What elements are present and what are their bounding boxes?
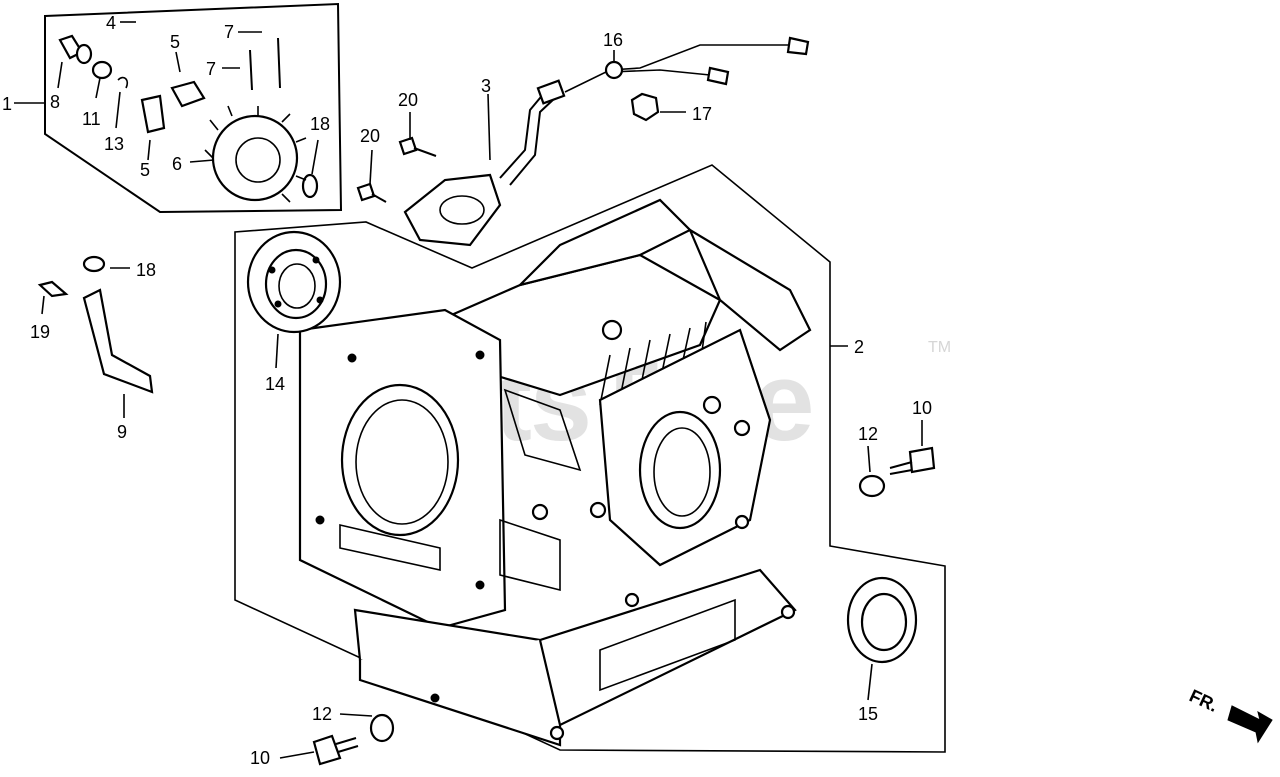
bolt-10-bottom bbox=[312, 734, 359, 766]
callout-10-right: 10 bbox=[912, 398, 932, 418]
callout-2: 2 bbox=[854, 337, 864, 357]
callout-6: 6 bbox=[172, 154, 182, 174]
front-direction-arrow: FR. bbox=[1186, 685, 1273, 744]
callout-15: 15 bbox=[858, 704, 878, 724]
callout-13: 13 bbox=[104, 134, 124, 154]
callout-17: 17 bbox=[692, 104, 712, 124]
callout-18-upper: 18 bbox=[310, 114, 330, 134]
ball-bearing bbox=[246, 230, 342, 334]
washer-18-small bbox=[301, 173, 319, 199]
callout-7-lower: 7 bbox=[206, 59, 216, 79]
callout-3: 3 bbox=[481, 76, 491, 96]
callout-9: 9 bbox=[117, 422, 127, 442]
washer-12-bottom bbox=[369, 713, 395, 743]
callout-12-bottom: 12 bbox=[312, 704, 332, 724]
leader-lines bbox=[14, 21, 923, 759]
bolt-10-right bbox=[889, 446, 936, 475]
cylinder-barrel bbox=[298, 198, 812, 747]
oil-seal bbox=[846, 576, 918, 664]
callout-4: 4 bbox=[106, 13, 116, 33]
nut bbox=[630, 92, 660, 122]
clip bbox=[37, 280, 69, 298]
callout-11: 11 bbox=[82, 109, 101, 129]
callout-14: 14 bbox=[265, 374, 285, 394]
callout-20-lower: 20 bbox=[360, 126, 380, 146]
callout-19: 19 bbox=[30, 322, 50, 342]
callout-7-upper: 7 bbox=[224, 22, 234, 42]
callout-8: 8 bbox=[50, 92, 60, 112]
front-label: FR. bbox=[1186, 685, 1221, 715]
callout-1: 1 bbox=[2, 94, 12, 114]
callout-16: 16 bbox=[603, 30, 623, 50]
callout-12-right: 12 bbox=[858, 424, 878, 444]
callout-5-lower: 5 bbox=[140, 160, 150, 180]
breather-tube bbox=[82, 288, 154, 394]
callout-5-upper: 5 bbox=[170, 32, 180, 52]
callout-labels: 1 2 3 4 5 5 6 7 7 8 9 10 10 11 12 12 13 … bbox=[2, 13, 932, 768]
governor-group-box bbox=[44, 2, 343, 214]
washer-18 bbox=[82, 255, 106, 273]
callout-10-bottom: 10 bbox=[250, 748, 270, 768]
bolt-20 bbox=[356, 136, 437, 203]
callout-18-lower: 18 bbox=[136, 260, 156, 280]
governor-parts bbox=[58, 34, 307, 203]
watermark-trademark: TM bbox=[928, 339, 951, 356]
washer-12-right bbox=[858, 474, 886, 498]
callout-20-upper: 20 bbox=[398, 90, 418, 110]
wire-harness bbox=[403, 36, 810, 247]
